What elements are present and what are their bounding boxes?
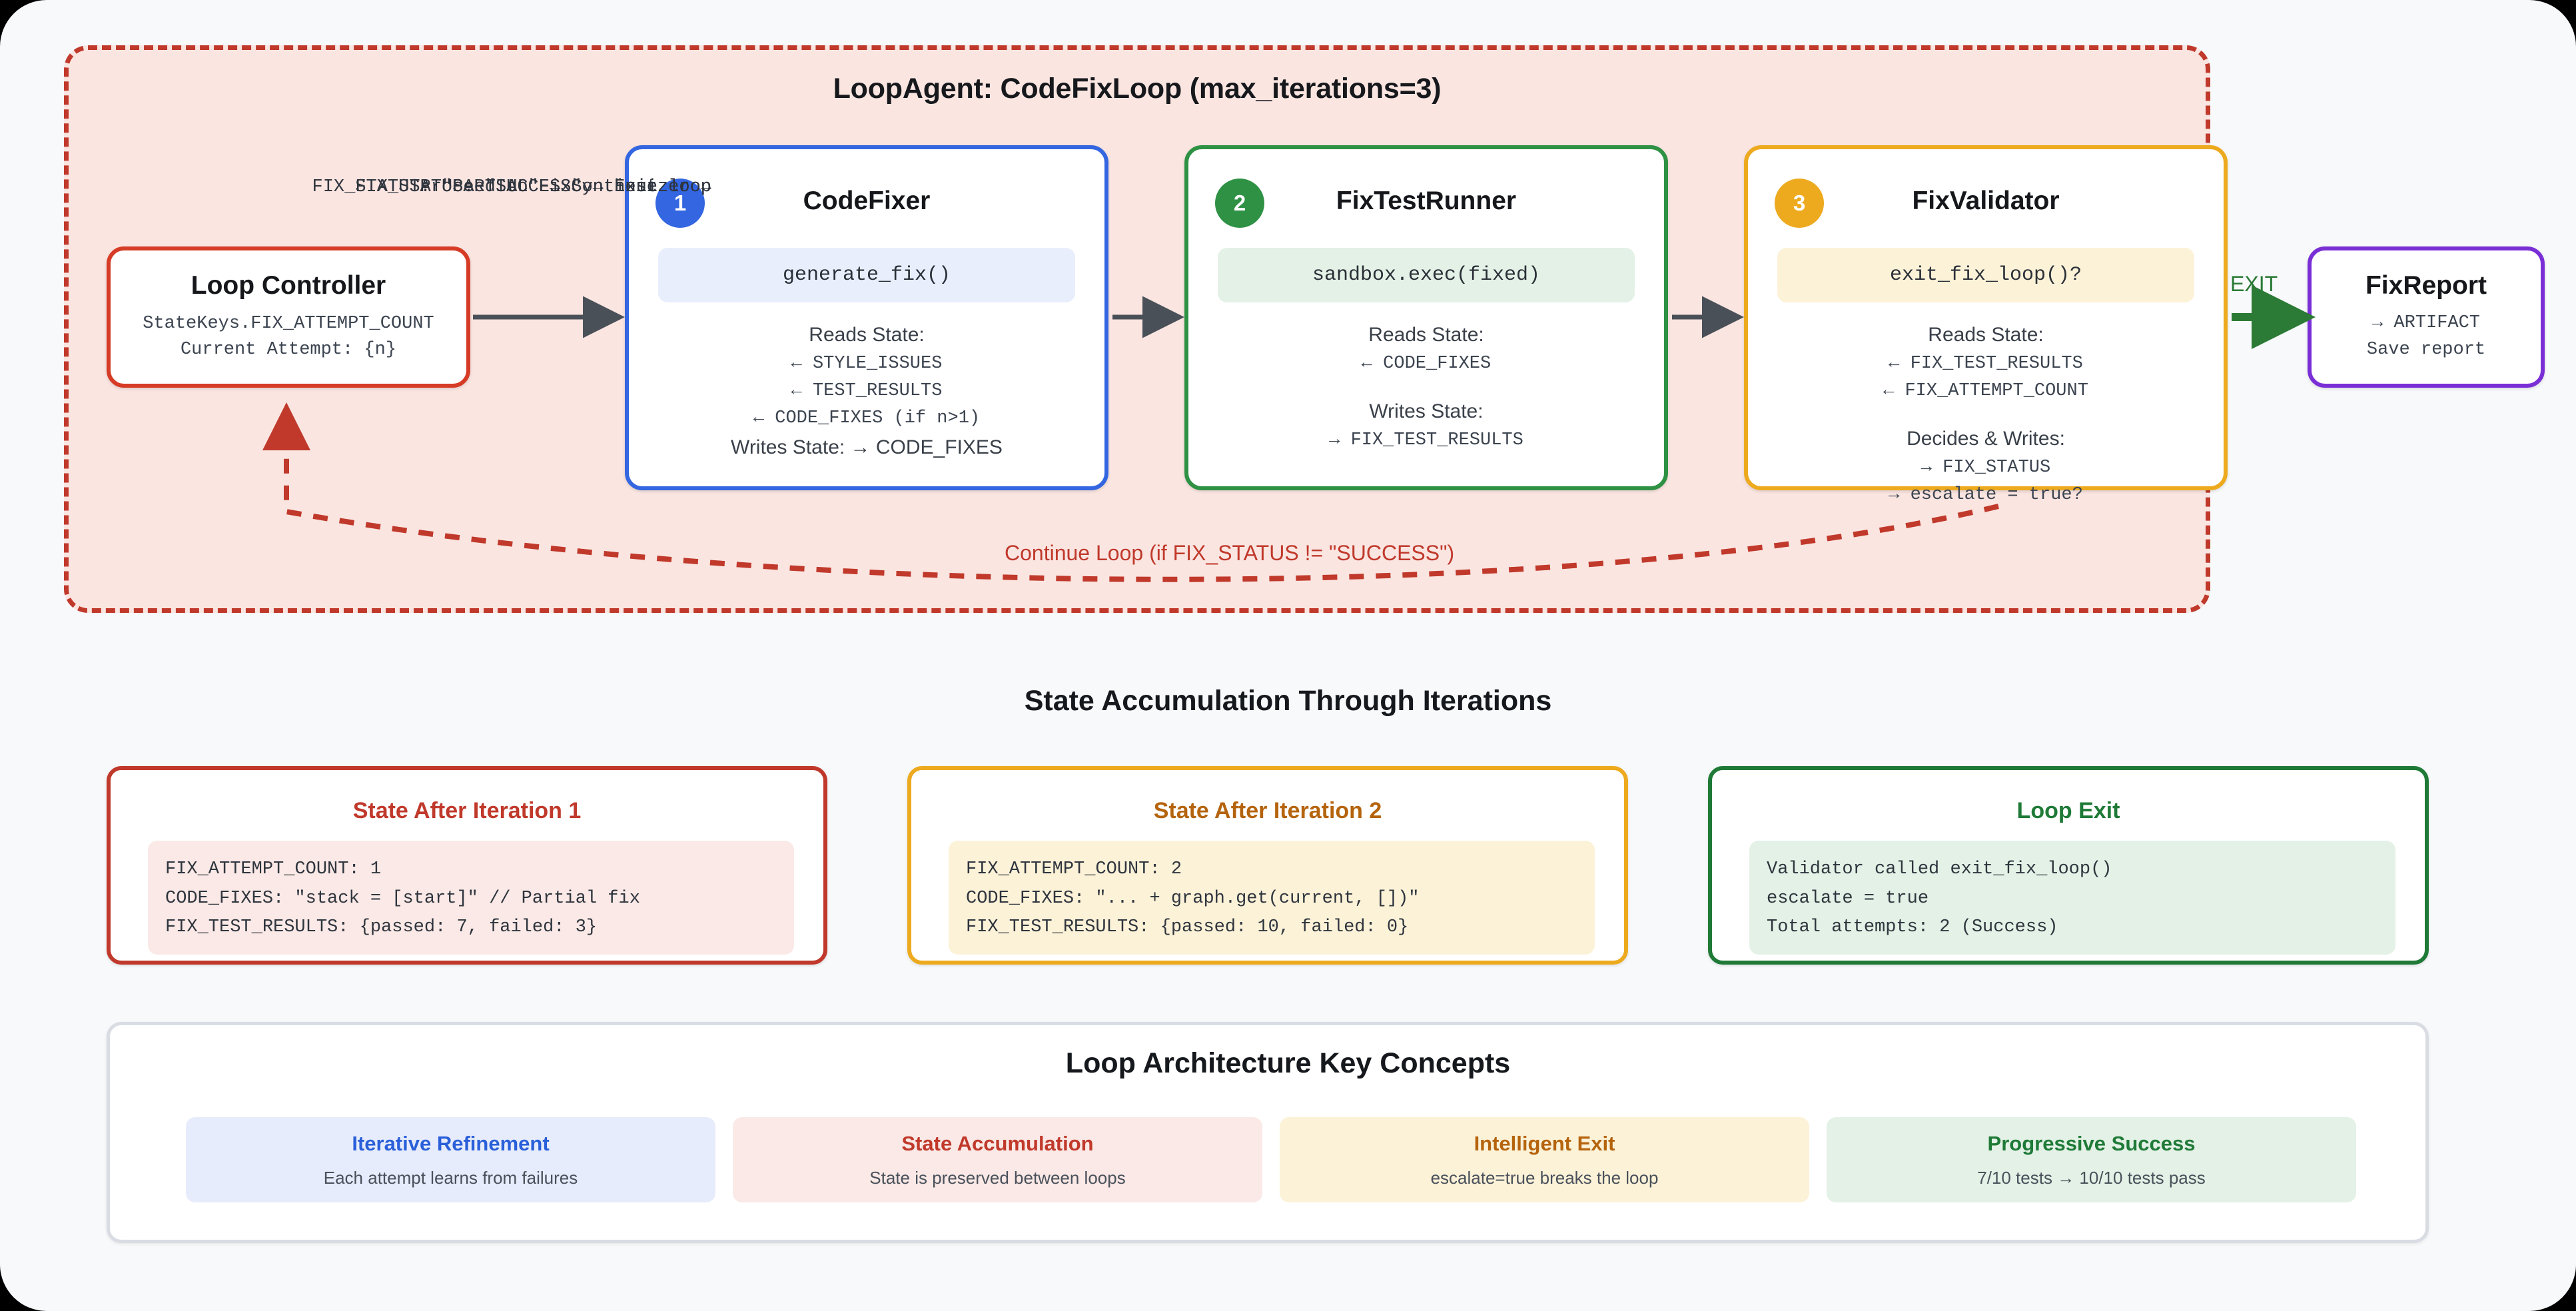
state-line: escalate = true bbox=[1767, 888, 1929, 909]
state-card-body: Validator called exit_fix_loop() escalat… bbox=[1749, 841, 2395, 955]
writes-state-item: → FIX_TEST_RESULTS bbox=[1329, 430, 1523, 450]
state-card-body: FIX_ATTEMPT_COUNT: 2 CODE_FIXES: "... + … bbox=[949, 841, 1595, 955]
exit-label: EXIT bbox=[2230, 272, 2278, 296]
step-badge-2: 2 bbox=[1215, 179, 1264, 228]
reads-state-label: Reads State: bbox=[809, 324, 925, 346]
fix-report-artifact: → ARTIFACT bbox=[2371, 312, 2481, 333]
state-line: FIX_ATTEMPT_COUNT: 1 bbox=[165, 859, 382, 879]
concept-iterative-refinement[interactable]: Iterative Refinement Each attempt learns… bbox=[186, 1117, 715, 1202]
state-card-title: Loop Exit bbox=[2016, 798, 2120, 823]
code-fixer-method: generate_fix() bbox=[658, 248, 1075, 302]
state-card-title: State After Iteration 1 bbox=[352, 798, 582, 823]
fix-report-save: Save report bbox=[2366, 340, 2486, 360]
concept-subtitle: Each attempt learns from failures bbox=[323, 1167, 578, 1188]
io-spacer bbox=[1748, 401, 2224, 420]
continue-loop-label: Continue Loop (if FIX_STATUS != "SUCCESS… bbox=[1005, 541, 1455, 565]
fix-test-runner-title: FixTestRunner bbox=[1336, 187, 1517, 215]
writes-state-line: Writes State: → CODE_FIXES bbox=[731, 436, 1003, 458]
loop-controller-title: Loop Controller bbox=[191, 270, 386, 300]
concept-subtitle: 7/10 tests → 10/10 tests pass bbox=[1977, 1167, 2206, 1188]
reads-state-item: ← CODE_FIXES bbox=[1361, 354, 1492, 374]
state-line: Validator called exit_fix_loop() bbox=[1767, 859, 2112, 879]
state-line: CODE_FIXES: "stack = [start]" // Partial… bbox=[165, 888, 640, 909]
node-fix-test-runner[interactable]: 2 FixTestRunner sandbox.exec(fixed) Read… bbox=[1184, 145, 1668, 490]
key-concepts-heading: Loop Architecture Key Concepts bbox=[1065, 1047, 1511, 1079]
loop-controller-attempt: Current Attempt: {n} bbox=[180, 340, 397, 360]
reads-state-item: ← FIX_TEST_RESULTS bbox=[1889, 354, 2083, 374]
state-line: FIX_TEST_RESULTS: {passed: 7, failed: 3} bbox=[165, 917, 598, 938]
reads-state-label: Reads State: bbox=[1368, 324, 1484, 346]
concept-title: Progressive Success bbox=[1987, 1131, 2196, 1155]
key-concepts-row: Iterative Refinement Each attempt learns… bbox=[186, 1117, 2356, 1202]
loop-title: LoopAgent: CodeFixLoop (max_iterations=3… bbox=[833, 73, 1442, 105]
writes-state-label: Writes State: bbox=[1369, 400, 1484, 422]
concept-title: Iterative Refinement bbox=[352, 1131, 550, 1155]
state-line: FIX_ATTEMPT_COUNT: 2 bbox=[966, 859, 1182, 879]
reads-state-item: ← CODE_FIXES (if n>1) bbox=[753, 408, 981, 428]
code-fixer-io: Reads State: ← STYLE_ISSUES ← TEST_RESUL… bbox=[629, 316, 1104, 459]
concept-title: State Accumulation bbox=[901, 1131, 1094, 1155]
node-fix-validator[interactable]: 3 FixValidator exit_fix_loop()? Reads St… bbox=[1744, 145, 2228, 505]
reads-state-item: ← TEST_RESULTS bbox=[791, 381, 943, 401]
step-badge-1: 1 bbox=[655, 179, 705, 228]
writes-state-item: → FIX_STATUS bbox=[1921, 458, 2051, 478]
state-card-footer: FIX_STATUS: "PARTIAL" → Continue loop bbox=[312, 177, 712, 197]
decides-writes-label: Decides & Writes: bbox=[1907, 428, 2065, 450]
state-section-heading: State Accumulation Through Iterations bbox=[1024, 685, 1552, 717]
fix-validator-io: Reads State: ← FIX_TEST_RESULTS ← FIX_AT… bbox=[1748, 316, 2224, 505]
state-line: FIX_TEST_RESULTS: {passed: 10, failed: 0… bbox=[966, 917, 1409, 938]
code-fixer-title: CodeFixer bbox=[803, 187, 931, 215]
fix-test-runner-io: Reads State: ← CODE_FIXES Writes State: … bbox=[1188, 316, 1664, 450]
node-fix-report[interactable]: FixReport → ARTIFACT Save report bbox=[2308, 246, 2545, 388]
state-card-iteration-2[interactable]: State After Iteration 2 FIX_ATTEMPT_COUN… bbox=[907, 766, 1628, 965]
reads-state-item: ← FIX_ATTEMPT_COUNT bbox=[1883, 381, 2088, 401]
state-line: Total attempts: 2 (Success) bbox=[1767, 917, 2058, 938]
step-badge-3: 3 bbox=[1775, 179, 1824, 228]
state-line: CODE_FIXES: "... + graph.get(current, []… bbox=[966, 888, 1420, 909]
state-card-title: State After Iteration 2 bbox=[1153, 798, 1382, 823]
key-concepts-panel: Iterative Refinement Each attempt learns… bbox=[107, 1022, 2429, 1243]
fix-test-runner-method: sandbox.exec(fixed) bbox=[1218, 248, 1635, 302]
state-card-footer: FIX_STATUS: "SUCCESS" → Exit loop bbox=[355, 177, 711, 197]
node-loop-controller[interactable]: Loop Controller StateKeys.FIX_ATTEMPT_CO… bbox=[107, 246, 470, 388]
concept-subtitle: escalate=true breaks the loop bbox=[1430, 1167, 1659, 1188]
reads-state-item: ← STYLE_ISSUES bbox=[791, 354, 943, 374]
concept-progressive-success[interactable]: Progressive Success 7/10 tests → 10/10 t… bbox=[1827, 1117, 2356, 1202]
state-card-loop-exit[interactable]: Loop Exit Validator called exit_fix_loop… bbox=[1708, 766, 2429, 965]
writes-escalate-item: → escalate = true? bbox=[1889, 485, 2083, 505]
fix-report-title: FixReport bbox=[2365, 270, 2487, 300]
reads-state-label: Reads State: bbox=[1928, 324, 2044, 346]
state-card-footer: Proceed to FixSynthesizer → bbox=[420, 177, 711, 197]
state-card-iteration-1[interactable]: State After Iteration 1 FIX_ATTEMPT_COUN… bbox=[107, 766, 827, 965]
concept-state-accumulation[interactable]: State Accumulation State is preserved be… bbox=[733, 1117, 1262, 1202]
io-spacer bbox=[1188, 374, 1664, 392]
state-card-body: FIX_ATTEMPT_COUNT: 1 CODE_FIXES: "stack … bbox=[148, 841, 794, 955]
concept-subtitle: State is preserved between loops bbox=[869, 1167, 1126, 1188]
loop-controller-state-key: StateKeys.FIX_ATTEMPT_COUNT bbox=[143, 313, 434, 334]
fix-validator-method: exit_fix_loop()? bbox=[1777, 248, 2194, 302]
fix-validator-title: FixValidator bbox=[1912, 187, 2060, 215]
concept-intelligent-exit[interactable]: Intelligent Exit escalate=true breaks th… bbox=[1280, 1117, 1809, 1202]
concept-title: Intelligent Exit bbox=[1474, 1131, 1615, 1155]
